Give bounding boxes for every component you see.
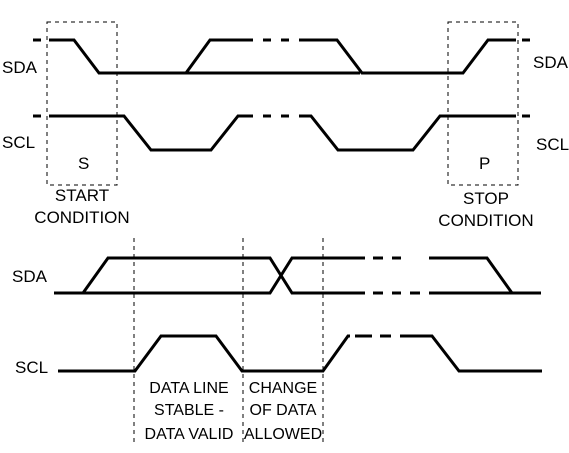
scl-label-top-right: SCL (536, 135, 569, 154)
scl-label-top-left: SCL (2, 133, 35, 152)
sda-label-bottom: SDA (12, 267, 48, 286)
scl-waveform-top (33, 114, 530, 152)
stop-caption-line2: CONDITION (438, 211, 533, 230)
change-caption-line2: OF DATA (250, 402, 317, 419)
sda-waveform-bottom (54, 256, 541, 295)
start-condition-box (46, 21, 118, 186)
valid-caption-line2: STABLE - (154, 402, 224, 419)
sda-waveform-top (33, 38, 530, 75)
start-caption-line2: CONDITION (34, 208, 129, 227)
valid-caption-line1: DATA LINE (149, 380, 228, 397)
change-caption-line3: ALLOWED (244, 426, 322, 443)
stop-caption-line1: STOP (463, 189, 509, 208)
start-stop-section: SDA SDA SCL SCL S P START CONDITION STOP… (2, 21, 569, 230)
data-validity-section: SDA SCL DATA LINE STABLE - DATA VALID CH… (12, 238, 542, 443)
stop-condition-box (447, 21, 519, 186)
change-caption-line1: CHANGE (249, 380, 317, 397)
start-caption-line1: START (55, 186, 109, 205)
sda-label-top-left: SDA (2, 58, 38, 77)
valid-caption-line3: DATA VALID (145, 426, 234, 443)
scl-waveform-bottom (58, 334, 542, 373)
sda-label-top-right: SDA (533, 53, 569, 72)
scl-label-bottom: SCL (15, 358, 48, 377)
stop-marker: P (479, 154, 490, 173)
start-marker: S (78, 154, 89, 173)
